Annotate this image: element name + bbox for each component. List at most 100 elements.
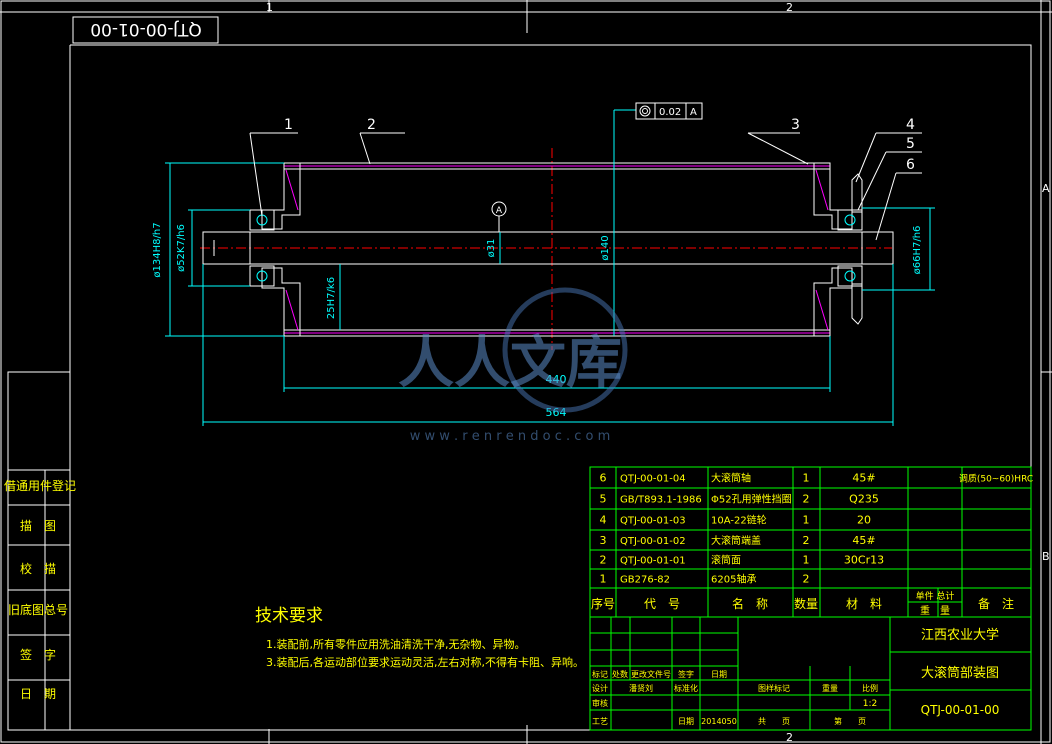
design-label: 设计 xyxy=(592,683,608,693)
bom-cell-material: 45# xyxy=(852,534,875,547)
rev-label-1: 处数 xyxy=(612,669,628,679)
bom-cell-seq: 5 xyxy=(600,493,607,506)
bom-cell-name: 大滚筒端盖 xyxy=(711,534,761,547)
dim-25: 25H7/k6 xyxy=(326,277,337,319)
school-name: 江西农业大学 xyxy=(921,627,999,643)
dim-134: ø134H8/h7 xyxy=(152,222,163,277)
bom-header-weight-bottom: 重 量 xyxy=(920,604,950,617)
bearing-ball xyxy=(256,270,268,282)
review-label: 审核 xyxy=(592,698,608,708)
bearing-ball xyxy=(844,214,856,226)
bom-cell-qty: 2 xyxy=(803,534,810,547)
bom-cell-code: QTJ-00-01-01 xyxy=(620,556,686,567)
right-end-cap-bottom xyxy=(813,267,853,337)
sprocket-bottom xyxy=(851,283,863,325)
date-value: 2014050 xyxy=(701,717,737,726)
drawing-name: 大滚筒部装图 xyxy=(921,665,999,681)
bom-cell-seq: 1 xyxy=(600,573,607,586)
zone-label-right-b: B xyxy=(1042,550,1050,563)
code-box-text: QTJ-00-01-00 xyxy=(90,19,201,39)
bom-cell-code: GB/T893.1-1986 xyxy=(620,495,702,506)
left-end-cap-bottom xyxy=(261,267,301,337)
dim-31: ø31 xyxy=(486,239,497,258)
bom-cell-code: QTJ-00-01-04 xyxy=(620,474,686,485)
bom-header-seq: 序号 xyxy=(591,596,615,611)
concentricity-icon-inner xyxy=(642,108,648,114)
bom-header-name: 名 称 xyxy=(732,596,768,611)
code-box xyxy=(72,16,219,44)
bom-cell-note: 调质(50~60)HRC xyxy=(959,473,1033,485)
right-end-cap-top xyxy=(813,162,853,230)
concentricity-icon xyxy=(639,105,651,117)
bom-header-code: 代 号 xyxy=(644,597,680,611)
bom-header-note: 备 注 xyxy=(978,596,1014,611)
total-sheets: 共 页 xyxy=(758,717,790,726)
left-col-1: 描 图 xyxy=(20,519,56,533)
sprocket-top xyxy=(851,173,863,213)
drawing-number: QTJ-00-01-00 xyxy=(921,703,1000,717)
standard-label: 标准化 xyxy=(674,683,698,693)
bearing-ball xyxy=(844,270,856,282)
watermark-main: 人人文库 xyxy=(398,331,622,396)
bom-header-material: 材 料 xyxy=(846,597,882,611)
leader-label-1: 1 xyxy=(284,117,293,133)
bearing-right-bottom xyxy=(837,265,863,287)
process-label: 工艺 xyxy=(592,717,608,726)
leader-1-line xyxy=(249,132,263,217)
dim-140: ø140 xyxy=(600,235,611,260)
bom-cell-name: 6205轴承 xyxy=(711,573,756,586)
bom-rows: 6 QTJ-00-01-04 大滚筒轴 1 45# 调质(50~60)HRC 5 GB/T89… xyxy=(600,472,1034,586)
tech-title: 技术要求 xyxy=(255,606,323,626)
zone-label-top-1: 1 xyxy=(266,1,273,14)
bom-table xyxy=(589,466,1032,618)
left-col-3: 旧底图总号 xyxy=(8,602,68,617)
leader-label-3: 3 xyxy=(791,117,800,133)
bom-header-weight-top: 单件 总计 xyxy=(916,590,955,602)
dim-52: ø52K7/h6 xyxy=(176,224,187,272)
bom-cell-qty: 1 xyxy=(803,554,810,567)
rev-label-3: 签字 xyxy=(678,669,694,679)
dim-66: ø66H7/h6 xyxy=(912,226,923,275)
leader-label-6: 6 xyxy=(906,157,915,173)
designer-name: 潘贤刘 xyxy=(629,683,653,693)
left-col-5: 日 期 xyxy=(20,687,56,701)
leader-2-line xyxy=(359,132,371,165)
tolerance-frame xyxy=(635,102,703,120)
bom-cell-code: QTJ-00-01-03 xyxy=(620,516,686,527)
scale-value: 1:2 xyxy=(863,699,877,709)
stage-mark-label: 图样标记 xyxy=(758,683,790,693)
cap-hatch xyxy=(285,289,299,331)
rev-label-4: 日期 xyxy=(711,670,727,679)
scale-label: 比例 xyxy=(862,683,878,693)
bom-cell-code: QTJ-00-01-02 xyxy=(620,536,686,547)
leader-label-2: 2 xyxy=(367,117,376,133)
zone-label-bottom-2: 2 xyxy=(786,731,793,744)
watermark-url: w w w . r e n r e n d o c . c o m xyxy=(410,429,611,444)
bom-cell-name: 滚筒面 xyxy=(711,554,741,567)
bom-cell-name: 10A-22链轮 xyxy=(711,514,767,527)
leader-4-line xyxy=(855,132,877,183)
bom-cell-seq: 6 xyxy=(600,472,607,485)
bom-cell-name: 大滚筒轴 xyxy=(711,472,751,485)
leader-3-line xyxy=(747,132,809,165)
bearing-right-top xyxy=(837,209,863,231)
watermark-circle xyxy=(502,287,628,413)
left-col-2: 校 描 xyxy=(20,561,56,576)
shaft xyxy=(202,231,894,265)
cap-hatch xyxy=(815,169,829,211)
bearing-left-bottom xyxy=(249,265,275,287)
bom-cell-material: 45# xyxy=(852,472,875,485)
dim-440: 440 xyxy=(546,373,567,386)
leader-label-4: 4 xyxy=(906,117,915,133)
zone-label-top-2: 2 xyxy=(786,1,793,14)
cap-hatch xyxy=(815,289,829,331)
cap-hatch xyxy=(285,169,299,211)
left-col-4: 签 字 xyxy=(20,647,56,662)
tech-line-1: 1.装配前,所有零件应用洗油清洗干净,无杂物、异物。 xyxy=(266,637,526,651)
bom-cell-seq: 4 xyxy=(600,514,607,527)
bom-header-qty: 数量 xyxy=(794,596,818,611)
bom-cell-name: Φ52孔用弹性挡圈 xyxy=(711,493,792,506)
tolerance-value: 0.02 xyxy=(659,107,681,118)
